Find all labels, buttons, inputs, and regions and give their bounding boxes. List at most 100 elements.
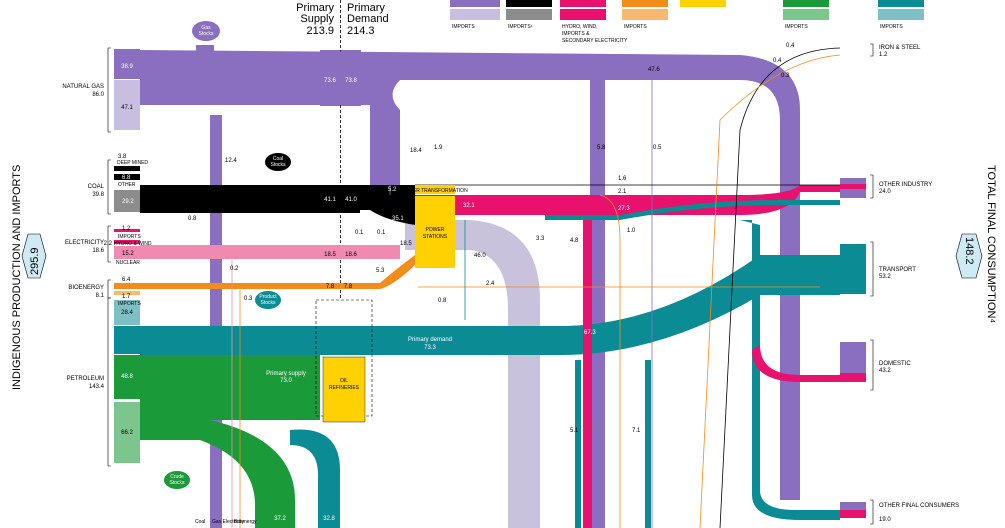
coal-deep-bar — [114, 166, 140, 171]
legend-hydro-label-2: IMPORTS & — [562, 31, 590, 37]
legend-electricity2-swatch — [560, 9, 606, 20]
v0-5-value: 0.5 — [653, 145, 662, 151]
other-final-bar — [840, 502, 866, 510]
v5-2-value: 5.2 — [388, 187, 397, 193]
legend-bio-imports-swatch — [622, 9, 668, 20]
supply-value: 213.9 — [306, 25, 334, 37]
v7-1-value: 7.1 — [632, 428, 641, 434]
coal-demand-value: 41.0 — [345, 197, 357, 203]
petrol-bar-teal — [114, 326, 140, 354]
coal-name: COAL — [88, 184, 105, 190]
domestic-bracket — [870, 339, 874, 391]
v2-4-value: 2.4 — [486, 281, 495, 287]
legend-yellow-swatch — [680, 0, 726, 7]
transport-total: 53.2 — [879, 274, 891, 280]
primary-supply-value: 73.0 — [280, 378, 292, 384]
oil-refineries-node — [322, 356, 366, 423]
legend-bio-swatch — [622, 0, 668, 7]
product-stocks-label-2: Stocks — [260, 300, 276, 306]
transport-bar — [840, 244, 866, 294]
petrol-bar-3 — [114, 402, 140, 463]
right-total-value: 148.2 — [963, 237, 975, 265]
v1-0-value: 1.0 — [627, 228, 636, 234]
gas-imports-bar — [114, 80, 140, 130]
coal-v1-label: DEEP MINED — [117, 160, 148, 166]
coal-main — [140, 185, 340, 213]
left-axis-title: INDIGENOUS PRODUCTION AND IMPORTS — [11, 165, 23, 390]
elec-imports-bar — [114, 229, 140, 232]
bioenergy-name: BIOENERGY — [68, 285, 104, 291]
primary-demand-label: Primary demand — [408, 337, 452, 343]
bottom-teal-value: 32.8 — [323, 516, 335, 522]
other-transformation-node — [415, 185, 455, 194]
bottom-coal-label: Coal — [195, 519, 205, 525]
demand-label-1: Primary — [347, 2, 385, 14]
orange-thin-line — [699, 54, 841, 528]
legend-hydro-label-3: SECONDARY ELECTRICITY — [562, 38, 628, 44]
bioenergy-total: 8.1 — [96, 293, 105, 299]
elec-v3-label: NUCLEAR — [116, 260, 140, 266]
iron-steel-name: IRON & STEEL — [879, 45, 921, 51]
elec-demand-bar — [341, 245, 361, 259]
legend-imports-label: IMPORTS — [452, 24, 475, 30]
right-axis-title: TOTAL FINAL CONSUMPTION⁴ — [985, 165, 997, 323]
legend-green-imports-label: IMPORTS — [785, 24, 808, 30]
coal-v1: 3.8 — [118, 154, 127, 160]
elec-side-value: 0.2 — [230, 266, 239, 272]
legend-gas-imports-swatch — [450, 9, 500, 20]
consumer-bars — [840, 43, 874, 525]
elec-nuclear-bar — [114, 246, 140, 259]
elec-vertical — [583, 215, 592, 528]
legend-bio-imports-label: IMPORTS — [624, 24, 647, 30]
transport-name: TRANSPORT — [879, 267, 916, 273]
domestic-bar — [840, 342, 866, 373]
gas-demand-value: 73.8 — [345, 78, 357, 84]
legend-hydro-label-1: HYDRO, WIND, — [562, 24, 598, 30]
v0-4b-value: 0.4 — [773, 58, 782, 64]
gas-to-power-value: 18.4 — [410, 148, 422, 154]
other-industry-name: OTHER INDUSTRY — [879, 182, 932, 188]
bio-demand-value: 7.8 — [344, 284, 353, 290]
flow-value-labels: 73.6 73.8 41.1 41.0 18.5 18.6 7.8 7.8 12… — [188, 43, 795, 522]
iron-steel-total: 1.2 — [879, 52, 888, 58]
other-final-total: 19.0 — [879, 517, 891, 523]
coal-supply-value: 41.1 — [324, 197, 336, 203]
gas-imports-value: 47.1 — [121, 105, 133, 111]
coal-demand — [320, 185, 360, 213]
elec-v2-label: HYDRO & WIND — [114, 241, 152, 247]
v2-1-value: 2.1 — [618, 189, 627, 195]
gas-supply-value: 73.6 — [324, 78, 336, 84]
gas-stocks-stem — [196, 45, 214, 80]
coal-v2: 6.8 — [122, 175, 131, 181]
domestic-name: DOMESTIC — [879, 361, 911, 367]
gas-demand-bar — [341, 50, 361, 106]
v4-8-value: 4.8 — [570, 238, 579, 244]
petrol-bar-2 — [114, 355, 140, 399]
other-transformation-label: OTHER TRANSFORMATION — [402, 188, 468, 194]
teal-vert-1 — [575, 360, 581, 528]
elec-to-power-value: 18.5 — [400, 241, 412, 247]
crude-stocks-marker — [164, 471, 190, 489]
coal-imports-value: 29.2 — [122, 199, 134, 205]
flows — [140, 45, 840, 528]
legend-oil-green-imports-swatch — [783, 9, 829, 20]
v0-1b-value: 0.1 — [377, 230, 386, 236]
gas-stocks-label-2: Stocks — [198, 31, 214, 37]
coal-imports-bar — [114, 190, 140, 212]
petrol-v1: 28.4 — [121, 310, 133, 316]
legend-teal-imports-label: IMPORTS — [880, 24, 903, 30]
losses-value: 46.0 — [474, 253, 486, 259]
v0-8-value: 0.8 — [438, 298, 447, 304]
node-labels: OTHER TRANSFORMATION POWER STATIONS OIL … — [329, 188, 468, 391]
elec-supply-value: 18.5 — [324, 252, 336, 258]
other-final-elec — [840, 510, 866, 518]
other-final-name: OTHER FINAL CONSUMERS — [879, 503, 959, 509]
elec-v2: 2.2 — [104, 241, 113, 247]
gas-stocks-label-1: Gas — [201, 25, 211, 31]
product-stocks-label-1: Product — [259, 294, 277, 300]
elec-main — [415, 185, 840, 215]
left-total-badge — [21, 233, 47, 279]
right-axis: TOTAL FINAL CONSUMPTION⁴ 148.2 — [955, 165, 997, 323]
electricity-name: ELECTRICITY — [65, 240, 104, 246]
bio-to-power — [350, 255, 418, 289]
